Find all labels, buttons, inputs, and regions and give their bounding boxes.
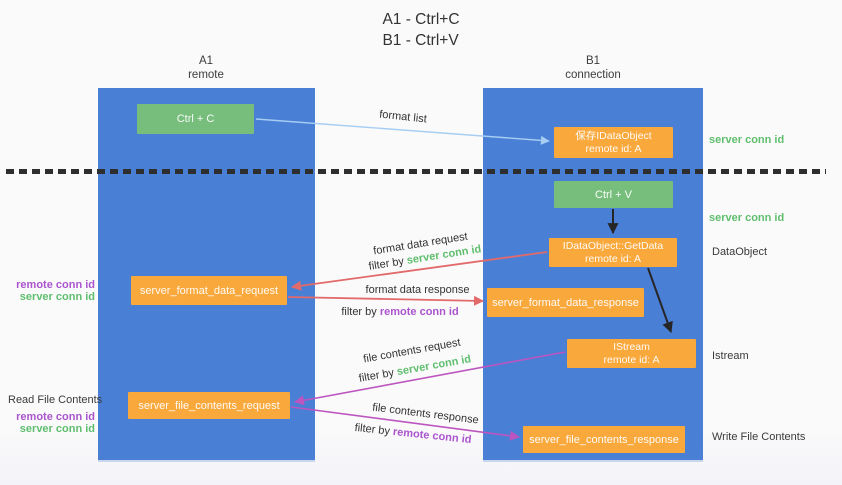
label-remote-conn-id-left-2: remote conn id (16, 411, 95, 423)
arrow-file-contents-request (294, 351, 566, 406)
label-server-conn-id-left-2: server conn id (19, 423, 95, 435)
server-format-data-request-label: server_format_data_request (139, 284, 279, 297)
node-server-format-data-request: server_format_data_request (131, 276, 287, 305)
save-idataobject-line1: 保存IDataObject (575, 129, 652, 142)
arrow-format-list (255, 118, 550, 145)
server-file-contents-request-label: server_file_contents_request (138, 399, 280, 412)
title-line-1: A1 - Ctrl+C (382, 11, 460, 28)
node-server-format-data-response: server_format_data_response (487, 288, 644, 317)
label-server-conn-id-right-1: server conn id (709, 134, 785, 146)
istream-line1: IStream (613, 340, 650, 353)
node-server-file-contents-request: server_file_contents_request (128, 392, 290, 419)
ctrl-v-label: Ctrl + V (595, 188, 632, 201)
diagram-title: A1 - Ctrl+C B1 - Ctrl+V (0, 9, 842, 51)
getdata-line2: remote id: A (584, 252, 642, 265)
title-line-2: B1 - Ctrl+V (382, 32, 459, 49)
label-server-conn-id-right-2: server conn id (709, 212, 785, 224)
label-read-file-contents: Read File Contents (8, 394, 103, 406)
arrow-file-contents-response (290, 406, 520, 441)
arrow-format-data-request (291, 251, 548, 291)
label-filter-by-remote-conn-id-1: filter by remote conn id (341, 306, 459, 318)
copy-paste-divider-line (6, 169, 826, 174)
label-istream: Istream (712, 350, 749, 362)
label-remote-conn-id-left-1: remote conn id (16, 279, 95, 291)
node-idataobject-getdata: IDataObject::GetData remote id: A (549, 238, 677, 267)
lane-header-b1: B1 connection (523, 54, 663, 82)
node-ctrl-c: Ctrl + C (137, 104, 254, 134)
node-save-idataobject: 保存IDataObject remote id: A (554, 127, 673, 158)
lane-a1-role: remote (188, 69, 224, 81)
getdata-line1: IDataObject::GetData (562, 239, 664, 252)
lane-a1-name: A1 (198, 55, 214, 67)
server-file-contents-response-label: server_file_contents_response (529, 433, 679, 446)
label-server-conn-id-left-1: server conn id (19, 291, 95, 303)
node-server-file-contents-response: server_file_contents_response (523, 426, 685, 453)
save-idataobject-line2: remote id: A (585, 142, 642, 155)
node-ctrl-v: Ctrl + V (554, 181, 673, 208)
lane-b1-name: B1 (585, 55, 601, 67)
label-write-file-contents: Write File Contents (712, 431, 806, 443)
label-dataobject: DataObject (712, 246, 768, 258)
arrow-format-data-response (287, 295, 484, 306)
node-istream: IStream remote id: A (567, 339, 696, 368)
lane-b1-role: connection (565, 69, 621, 81)
label-format-data-response: format data response (365, 284, 470, 296)
server-format-data-response-label: server_format_data_response (492, 296, 639, 309)
arrow-getdata-to-istream (647, 267, 673, 334)
ctrl-c-label: Ctrl + C (176, 113, 215, 125)
lane-header-a1: A1 remote (136, 54, 276, 82)
istream-line2: remote id: A (603, 353, 660, 366)
